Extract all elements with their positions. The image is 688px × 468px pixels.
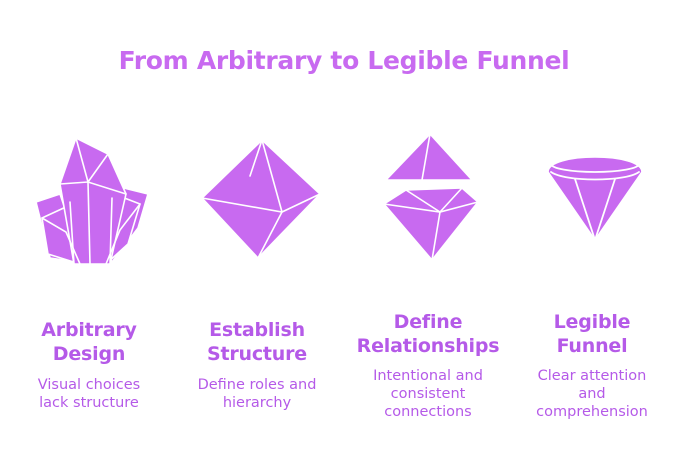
step-description-establish-structure: Define roles and hierarchy [197, 377, 317, 411]
step-heading-define-relationships: Define Relationships [356, 311, 500, 357]
step-heading-legible-funnel: Legible Funnel [553, 311, 631, 357]
step-description-legible-funnel: Clear attention and comprehension [536, 368, 648, 420]
split-gem-icon [376, 130, 480, 262]
octahedron-gem-icon [198, 136, 322, 260]
step-heading-arbitrary-design: Arbitrary Design [41, 319, 137, 365]
step-description-define-relationships: Intentional and consistent connections [373, 368, 483, 420]
diagram-title: From Arbitrary to Legible Funnel [118, 46, 570, 75]
cut-diamond-icon [545, 150, 645, 242]
step-description-arbitrary-design: Visual choices lack structure [37, 377, 141, 411]
step-heading-establish-structure: Establish Structure [207, 319, 307, 365]
crystal-cluster-icon [30, 132, 154, 266]
